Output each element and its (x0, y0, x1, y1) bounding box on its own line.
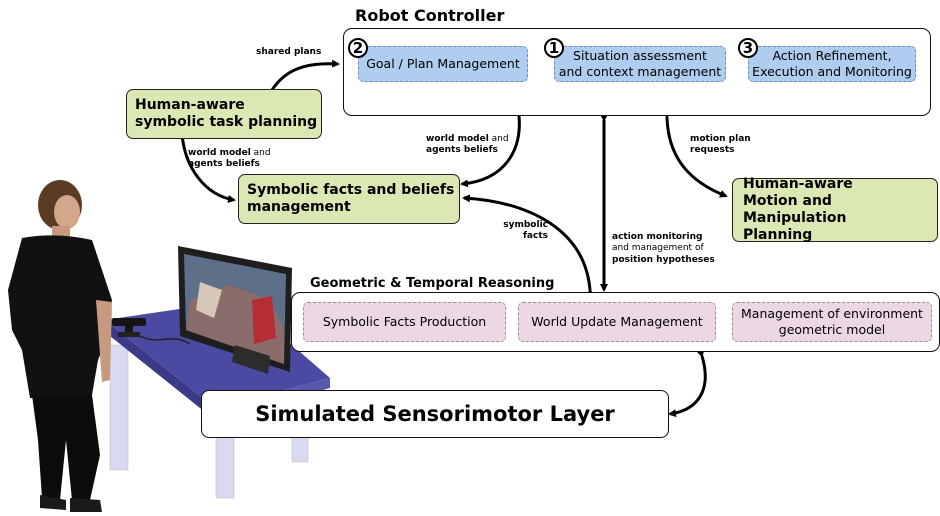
symbolic-facts-production-label: Symbolic Facts Production (322, 314, 487, 330)
action-refinement-label-line2: Execution and Monitoring (752, 64, 912, 79)
situation-assessment-label-line1: Situation assessment (573, 48, 707, 64)
environment-model-label-line1: Management of environment (741, 306, 923, 322)
action-refinement-label-line1: Action Refinement, (772, 48, 892, 64)
world-model-center-line1-bold: world model (426, 134, 489, 144)
facts-beliefs-label-line2: management (247, 199, 351, 215)
arrow-motion-plan (662, 110, 728, 198)
module-number-1: 1 (544, 38, 564, 58)
environment-model-module: Management of environment geometric mode… (732, 302, 932, 342)
sensorimotor-layer-box: Simulated Sensorimotor Layer (201, 390, 669, 438)
task-planning-module: Human-aware symbolic task planning (126, 89, 322, 139)
world-update-management-label: World Update Management (531, 314, 703, 330)
world-model-center-line2: agents beliefs (426, 145, 498, 156)
shared-plans-label: shared plans (256, 47, 322, 57)
motion-plan-line1: motion plan (690, 134, 751, 144)
action-monitoring-label: action monitoring and management of posi… (612, 232, 715, 266)
geometric-reasoning-title: Geometric & Temporal Reasoning (310, 276, 555, 291)
symbolic-facts-label: symbolic facts (498, 220, 548, 243)
module-number-3: 3 (738, 38, 758, 58)
situation-assessment-label-line2: and context management (558, 64, 722, 79)
arrow-world-model-left (177, 127, 236, 203)
world-model-center-label: world model and agents beliefs (426, 134, 509, 157)
module-number-2: 2 (348, 38, 368, 58)
facts-beliefs-module: Symbolic facts and beliefs management (238, 174, 460, 224)
person (8, 180, 112, 512)
motion-planning-module: Human-aware Motion and Manipulation Plan… (732, 176, 938, 243)
action-monitoring-line1: action monitoring (612, 232, 703, 242)
environment-model-label-line2: geometric model (778, 322, 886, 337)
symbolic-facts-production-module: Symbolic Facts Production (303, 302, 506, 342)
world-model-center-line1-rest: and (488, 134, 509, 144)
symbolic-facts-line2: facts (523, 231, 548, 242)
world-model-left-line2: agents beliefs (188, 159, 260, 170)
arrow-shared-plans (265, 59, 340, 98)
motion-plan-label: motion plan requests (690, 134, 751, 157)
goal-plan-management-label: Goal / Plan Management (366, 56, 520, 72)
sensorimotor-layer-label: Simulated Sensorimotor Layer (255, 402, 615, 426)
motion-planning-label-line1: Human-aware (743, 176, 853, 193)
action-monitoring-line3: position hypotheses (612, 254, 715, 265)
facts-beliefs-label-line1: Symbolic facts and beliefs (247, 182, 455, 199)
action-refinement-module: Action Refinement, Execution and Monitor… (748, 46, 916, 82)
world-model-left-label: world model and agents beliefs (188, 148, 271, 171)
task-planning-label-line2: symbolic task planning (135, 114, 318, 130)
goal-plan-management-module: Goal / Plan Management (358, 46, 528, 82)
monitor (178, 246, 292, 374)
world-model-left-line1-rest: and (250, 148, 271, 158)
task-planning-label-line1: Human-aware (135, 97, 245, 114)
situation-assessment-module: Situation assessment and context managem… (554, 46, 726, 82)
symbolic-facts-line1: symbolic (503, 220, 548, 230)
arrow-world-model-center (460, 109, 523, 188)
arrow-symbolic-facts (462, 194, 595, 297)
arrow-sensorimotor (668, 349, 707, 418)
motion-planning-label-line2: Motion and Manipulation (743, 193, 847, 226)
motion-planning-label-line3: Planning (743, 226, 813, 243)
action-monitoring-line2: and management of (612, 243, 704, 254)
kinect-sensor (112, 318, 191, 345)
robot-controller-title: Robot Controller (355, 6, 505, 25)
world-model-left-line1-bold: world model (188, 148, 251, 158)
world-update-management-module: World Update Management (518, 302, 716, 342)
motion-plan-line2: requests (690, 145, 735, 156)
